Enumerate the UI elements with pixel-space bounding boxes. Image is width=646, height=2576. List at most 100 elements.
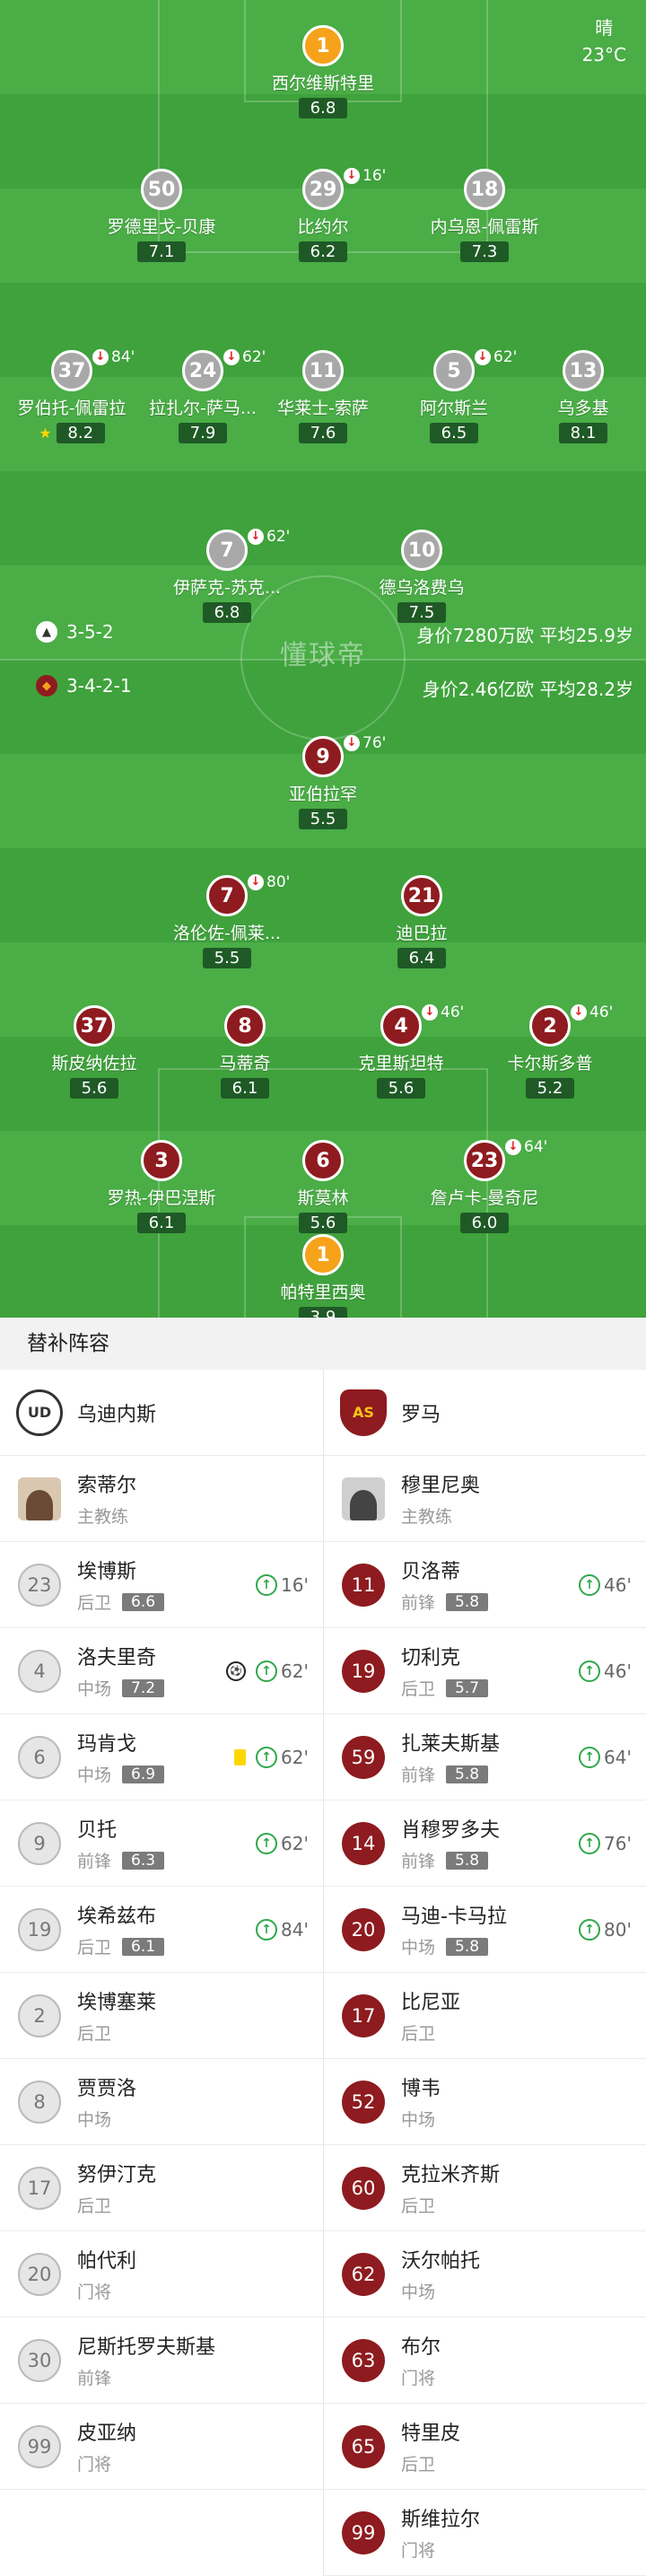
player-rating: 7.5 (397, 602, 446, 623)
player-number: 37 (74, 1005, 115, 1047)
sub-minute: 62' (493, 348, 518, 366)
player-rating: 7.3 (460, 241, 509, 262)
sub-off-icon: ↓ (248, 874, 264, 890)
sub-number: 20 (18, 2252, 61, 2296)
sub-off-indicator: ↓46' (422, 1003, 464, 1021)
sub-number: 11 (342, 1563, 385, 1607)
home-team-header[interactable]: UD 乌迪内斯 (0, 1370, 323, 1456)
home-player[interactable]: 24↓62'拉扎尔-萨马...7.9 (135, 348, 270, 443)
sub-position: 后卫 (77, 1938, 112, 1958)
player-number: 2 (529, 1005, 571, 1047)
player-number: 23 (464, 1140, 505, 1181)
goal-icon: ⚽ (226, 1660, 246, 1681)
sub-rating: 5.8 (446, 1592, 489, 1611)
home-player[interactable]: 37↓84'罗伯托-佩雷拉★ 8.2 (4, 348, 139, 443)
away-coach-row[interactable]: 穆里尼奥 主教练 (324, 1456, 646, 1542)
sub-name: 贝托 (77, 1819, 118, 1842)
home-coach-row[interactable]: 索蒂尔 主教练 (0, 1456, 323, 1542)
sub-position: 后卫 (77, 2024, 112, 2044)
yellow-card-icon (234, 1748, 246, 1766)
sub-row[interactable]: 2 埃博塞莱后卫 (0, 1973, 323, 2059)
sub-position: 中场 (77, 1766, 112, 1785)
sub-name: 埃博塞莱 (77, 1992, 157, 2014)
away-value-info: 身价2.46亿欧 平均28.2岁 (422, 679, 633, 700)
player-rating: 8.2 (56, 423, 105, 443)
player-number: 50 (141, 169, 182, 210)
player-rating: 7.1 (137, 241, 186, 262)
sub-name: 比尼亚 (401, 1992, 461, 2014)
sub-rating: 5.8 (446, 1937, 489, 1956)
home-player[interactable]: 7↓62'伊萨克-苏克...6.8 (160, 528, 294, 623)
sub-rating: 6.9 (122, 1765, 165, 1783)
player-number: 11 (302, 350, 344, 391)
sub-off-icon: ↓ (92, 349, 109, 365)
away-formation: ◆ 3-4-2-1 (36, 675, 132, 697)
player-name: 德乌洛费乌 (379, 578, 465, 598)
sub-minute: 80' (266, 873, 291, 891)
player-rating: 7.9 (179, 423, 227, 443)
sub-name: 皮亚纳 (77, 2423, 137, 2445)
player-rating: 8.1 (559, 423, 607, 443)
sub-position: 后卫 (77, 2196, 112, 2216)
away-player[interactable]: 7↓80'洛伦佐-佩莱...5.5 (160, 873, 294, 968)
sub-number: 19 (18, 1907, 61, 1951)
sub-position: 前锋 (401, 1593, 436, 1613)
sub-in-minute: 46' (604, 1573, 632, 1596)
sub-in-icon: ↑ (579, 1918, 601, 1941)
player-rating: 6.4 (397, 948, 446, 968)
player-number: 8 (224, 1005, 266, 1047)
sub-rating: 5.8 (446, 1765, 489, 1783)
sub-position: 门将 (77, 2282, 112, 2302)
sub-number: 62 (342, 2252, 385, 2296)
away-team-header[interactable]: AS 罗马 (324, 1370, 646, 1456)
sub-in-minute: 62' (281, 1660, 309, 1682)
sub-number: 2 (18, 1993, 61, 2037)
sub-name: 马迪-卡马拉 (401, 1906, 507, 1928)
player-number: 5 (433, 350, 475, 391)
player-number: 24 (182, 350, 223, 391)
player-rating: 5.2 (526, 1078, 574, 1099)
player-name: 卡尔斯多普 (507, 1054, 593, 1073)
sub-number: 23 (18, 1563, 61, 1607)
